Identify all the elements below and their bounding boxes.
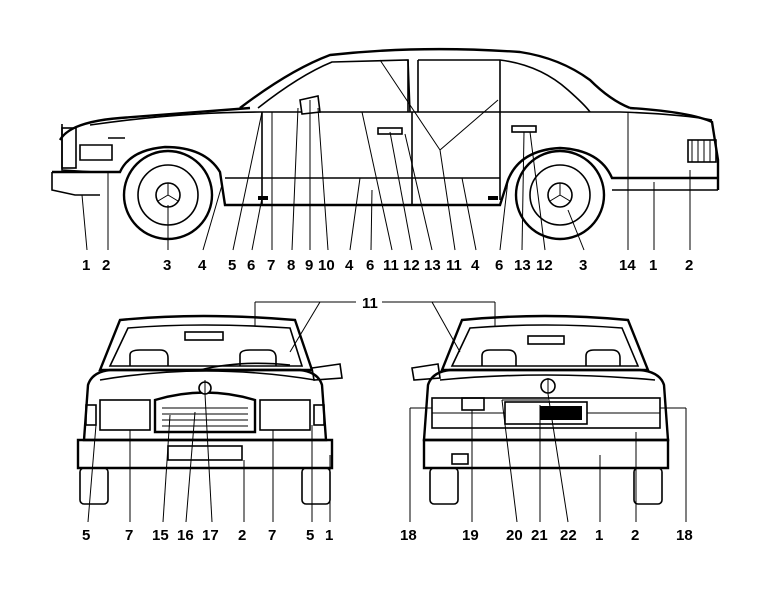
- side-label-4b: 4: [345, 257, 354, 274]
- side-label-11b: 11: [446, 257, 462, 274]
- side-label-1: 1: [82, 257, 90, 274]
- front-label-7: 7: [125, 527, 133, 544]
- rear-label-19: 19: [462, 527, 479, 544]
- side-label-13b: 13: [514, 257, 531, 274]
- side-label-12b: 12: [536, 257, 553, 274]
- side-label-10: 10: [318, 257, 335, 274]
- front-label-1: 1: [325, 527, 333, 544]
- front-label-17: 17: [202, 527, 219, 544]
- rear-label-18: 18: [400, 527, 417, 544]
- front-label-16: 16: [177, 527, 194, 544]
- rear-callout-lines: [409, 393, 687, 523]
- rear-label-1: 1: [595, 527, 603, 544]
- side-label-14: 14: [619, 257, 636, 274]
- side-label-11: 11: [383, 257, 399, 274]
- side-label-1b: 1: [649, 257, 657, 274]
- rear-label-22: 22: [560, 527, 577, 544]
- side-label-3b: 3: [579, 257, 587, 274]
- side-label-2b: 2: [685, 257, 693, 274]
- front-label-15: 15: [152, 527, 169, 544]
- shared-callout-11: 11: [254, 295, 496, 353]
- front-label-2: 2: [238, 527, 246, 544]
- rear-label-18b: 18: [676, 527, 693, 544]
- side-label-13: 13: [424, 257, 441, 274]
- side-label-2: 2: [102, 257, 110, 274]
- rear-label-20: 20: [506, 527, 523, 544]
- side-label-6c: 6: [495, 257, 503, 274]
- front-label-7b: 7: [268, 527, 276, 544]
- side-label-4: 4: [198, 257, 207, 274]
- rear-label-21: 21: [531, 527, 548, 544]
- rear-view-car: 18 19 20 21 22 1 2 18: [400, 314, 693, 544]
- front-callout-lines: [87, 393, 331, 523]
- side-label-9: 9: [305, 257, 313, 274]
- side-label-6: 6: [247, 257, 255, 274]
- side-label-7: 7: [267, 257, 275, 274]
- side-label-4c: 4: [471, 257, 480, 274]
- side-label-8: 8: [287, 257, 295, 274]
- side-label-6b: 6: [366, 257, 374, 274]
- side-label-12: 12: [403, 257, 420, 274]
- side-view-car: 1 2 3 4 5 6 7 8 9 10 4 6 11 12 13 11 4 6…: [51, 47, 720, 274]
- rear-label-2: 2: [631, 527, 639, 544]
- front-label-5: 5: [82, 527, 90, 544]
- side-label-5: 5: [228, 257, 236, 274]
- label-11-shared: 11: [362, 295, 378, 312]
- front-label-5b: 5: [306, 527, 314, 544]
- side-callout-lines: [81, 59, 691, 251]
- side-label-3: 3: [163, 257, 171, 274]
- front-view-car: 5 7 15 16 17 2 7 5 1: [76, 314, 343, 544]
